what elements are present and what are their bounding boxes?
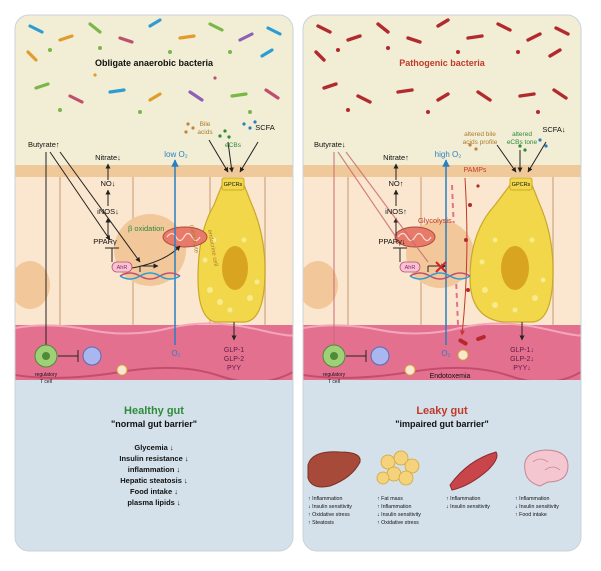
pamps-label: PAMPs <box>464 167 487 174</box>
fat-effect: ↑ Inflammation <box>377 504 411 510</box>
fat-effect: ↑ Fat mass <box>377 496 403 502</box>
leaky-gut-subtitle: "impaired gut barrier" <box>395 419 489 429</box>
nucleus-shape <box>15 261 50 309</box>
healthy-panel <box>15 15 293 551</box>
scfa-label: SCFA↓ <box>542 125 565 134</box>
inos-label: iNOS↑ <box>385 207 407 216</box>
nitrate-label: Nitrate↑ <box>383 153 409 162</box>
healthy-gut-title: Healthy gut <box>124 405 184 417</box>
liver-icon <box>307 451 361 488</box>
bacteria-title: Obligate anaerobic bacteria <box>95 58 214 68</box>
no-label: NO↓ <box>101 179 116 188</box>
treg-label: regulatory <box>323 372 346 378</box>
nucleus-shape <box>303 261 338 309</box>
outcome-item: Hepatic steatosis ↓ <box>120 476 188 485</box>
gpcrs-label: GPCRs <box>224 182 243 188</box>
ppar-label: PPARγ↓ <box>378 237 405 246</box>
treg-label: regulatory <box>35 372 58 378</box>
glycolysis-label: Glycolysis <box>418 216 452 225</box>
fat-effect: ↓ Insulin sensitivity <box>377 512 421 518</box>
brain-effect: ↑ Food intake <box>515 512 547 518</box>
ecbs-label: altered <box>512 131 532 138</box>
pyy-label: PYY <box>227 365 241 372</box>
ecbs-label-2: eCBs tone <box>507 139 538 146</box>
glp2-label: GLP-2 <box>224 356 244 363</box>
glp1-label: GLP-1 <box>224 347 244 354</box>
liver-effect: ↓ Insulin sensitivity <box>308 504 352 510</box>
o2-bottom-label: O₂ <box>171 349 180 358</box>
beta-oxidation-label: β oxidation <box>128 224 164 233</box>
o2-top-label: high O₂ <box>435 150 462 159</box>
bile-acids-label-2: acids profile <box>463 139 498 146</box>
ppar-label: PPARγ <box>93 237 117 246</box>
leaky-panel-labels: Pathogenic bacteria Butyrate↓ Nitrate↑ N… <box>308 58 566 526</box>
scfa-label: SCFA <box>255 123 275 132</box>
liver-effect: ↑ Oxidative stress <box>308 512 350 518</box>
leaky-gut-title: Leaky gut <box>416 405 468 417</box>
muscle-icon <box>449 451 498 491</box>
bile-acids-label: Bile <box>200 121 211 128</box>
ahr-label: AhR <box>405 265 416 271</box>
treg-label-2: T cell <box>40 379 52 385</box>
ecbs-label: eCBs <box>225 142 242 149</box>
bacteria-title: Pathogenic bacteria <box>399 58 486 68</box>
outcome-item: Glycemia ↓ <box>134 443 173 452</box>
fat-effect: ↑ Oxidative stress <box>377 520 419 526</box>
bile-acids-label-2: acids <box>197 129 213 136</box>
outcome-item: Food intake ↓ <box>130 487 178 496</box>
inos-label: iNOS↓ <box>97 207 119 216</box>
liver-effect: ↑ Steatosis <box>308 520 334 526</box>
fat-tissue-icon <box>376 450 420 486</box>
muscle-effect: ↑ Inflammation <box>446 496 480 502</box>
outcome-item: Insulin resistance ↓ <box>119 454 188 463</box>
ahr-label: AhR <box>117 265 128 271</box>
liver-effect: ↑ Inflammation <box>308 496 342 502</box>
no-label: NO↑ <box>389 179 404 188</box>
muscle-effect: ↓ Insulin sensitivity <box>446 504 490 510</box>
brain-effect: ↑ Inflammation <box>515 496 549 502</box>
brain-effect: ↓ Insulin sensitivity <box>515 504 559 510</box>
colonocyte-label: colonocyte <box>188 224 199 254</box>
butyrate-label: Butyrate↑ <box>28 140 60 149</box>
healthy-panel-labels: Obligate anaerobic bacteria Butyrate↑ Ni… <box>28 58 275 507</box>
treg-label-2: T cell <box>328 379 340 385</box>
outcome-item: plasma lipids ↓ <box>127 498 180 507</box>
gpcrs-label: GPCRs <box>512 182 531 188</box>
nitrate-label: Nitrate↓ <box>95 153 121 162</box>
glp1-label: GLP-1↓ <box>510 347 534 354</box>
glp2-label: GLP-2↓ <box>510 356 534 363</box>
endotoxemia-label: Endotoxemia <box>430 373 471 380</box>
butyrate-label: Butyrate↓ <box>314 140 346 149</box>
bile-acids-label: altered bile <box>464 131 496 138</box>
outcome-item: inflammation ↓ <box>128 465 181 474</box>
leaky-panel <box>303 15 581 551</box>
o2-top-label: low O₂ <box>164 150 188 159</box>
o2-bottom-label: O₂ <box>441 349 450 358</box>
pyy-label: PYY↓ <box>513 365 531 372</box>
brain-icon <box>524 449 569 487</box>
healthy-gut-subtitle: "normal gut barrier" <box>111 419 197 429</box>
mitochondrion-shape <box>162 226 208 248</box>
